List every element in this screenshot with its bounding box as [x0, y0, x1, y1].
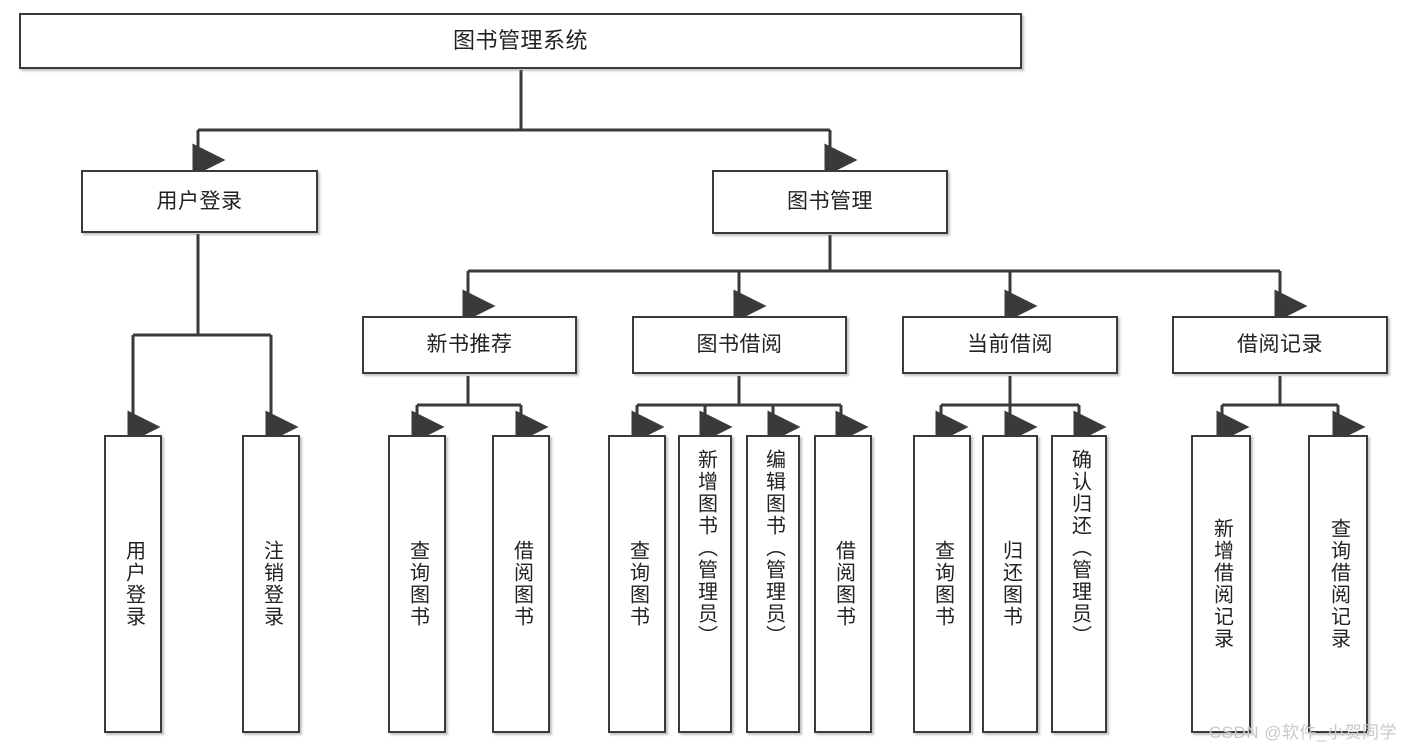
- node-label: 查询图书: [406, 540, 429, 628]
- leaf-add-borrow-record[interactable]: 新增借阅记录: [1191, 435, 1251, 733]
- leaf-query-book-current[interactable]: 查询图书: [913, 435, 971, 733]
- node-label: 借阅图书: [510, 540, 533, 628]
- node-label: 查询借阅记录: [1327, 518, 1350, 650]
- node-current-borrow[interactable]: 当前借阅: [902, 316, 1118, 374]
- leaf-query-book-recommend[interactable]: 查询图书: [388, 435, 446, 733]
- node-label: 用户登录: [122, 540, 145, 628]
- node-borrow-record[interactable]: 借阅记录: [1172, 316, 1388, 374]
- node-label: 确认归还（管理员）: [1068, 449, 1091, 647]
- node-label: 新增借阅记录: [1210, 518, 1233, 650]
- node-label: 借阅图书: [832, 540, 855, 628]
- leaf-borrow-book[interactable]: 借阅图书: [814, 435, 872, 733]
- node-label: 查询图书: [626, 540, 649, 628]
- leaf-edit-book-admin[interactable]: 编辑图书（管理员）: [746, 435, 800, 733]
- node-label: 用户登录: [156, 189, 243, 213]
- leaf-add-book-admin[interactable]: 新增图书（管理员）: [678, 435, 732, 733]
- leaf-confirm-return-admin[interactable]: 确认归还（管理员）: [1051, 435, 1107, 733]
- node-label: 归还图书: [999, 540, 1022, 628]
- node-label: 当前借阅: [967, 333, 1053, 357]
- node-label: 图书管理: [787, 190, 873, 214]
- node-book-borrow[interactable]: 图书借阅: [632, 316, 847, 374]
- node-user-login[interactable]: 用户登录: [81, 170, 318, 233]
- node-label: 注销登录: [260, 540, 283, 628]
- node-label: 新增图书（管理员）: [694, 449, 717, 647]
- leaf-user-login[interactable]: 用户登录: [104, 435, 162, 733]
- leaf-return-book[interactable]: 归还图书: [982, 435, 1038, 733]
- leaf-logout-login[interactable]: 注销登录: [242, 435, 300, 733]
- csdn-watermark: CSDN @软件_小贺同学: [1208, 723, 1397, 742]
- node-label: 新书推荐: [426, 333, 513, 357]
- leaf-borrow-book-recommend[interactable]: 借阅图书: [492, 435, 550, 733]
- leaf-query-book-borrow[interactable]: 查询图书: [608, 435, 666, 733]
- node-new-book-recommend[interactable]: 新书推荐: [362, 316, 577, 374]
- leaf-query-borrow-record[interactable]: 查询借阅记录: [1308, 435, 1368, 733]
- node-label: 图书借阅: [696, 333, 783, 357]
- node-label: 借阅记录: [1237, 333, 1323, 357]
- node-label: 编辑图书（管理员）: [762, 449, 785, 647]
- node-root-book-management-system[interactable]: 图书管理系统: [19, 13, 1022, 69]
- node-book-management[interactable]: 图书管理: [712, 170, 948, 234]
- node-label: 图书管理系统: [452, 27, 588, 53]
- node-label: 查询图书: [931, 540, 954, 628]
